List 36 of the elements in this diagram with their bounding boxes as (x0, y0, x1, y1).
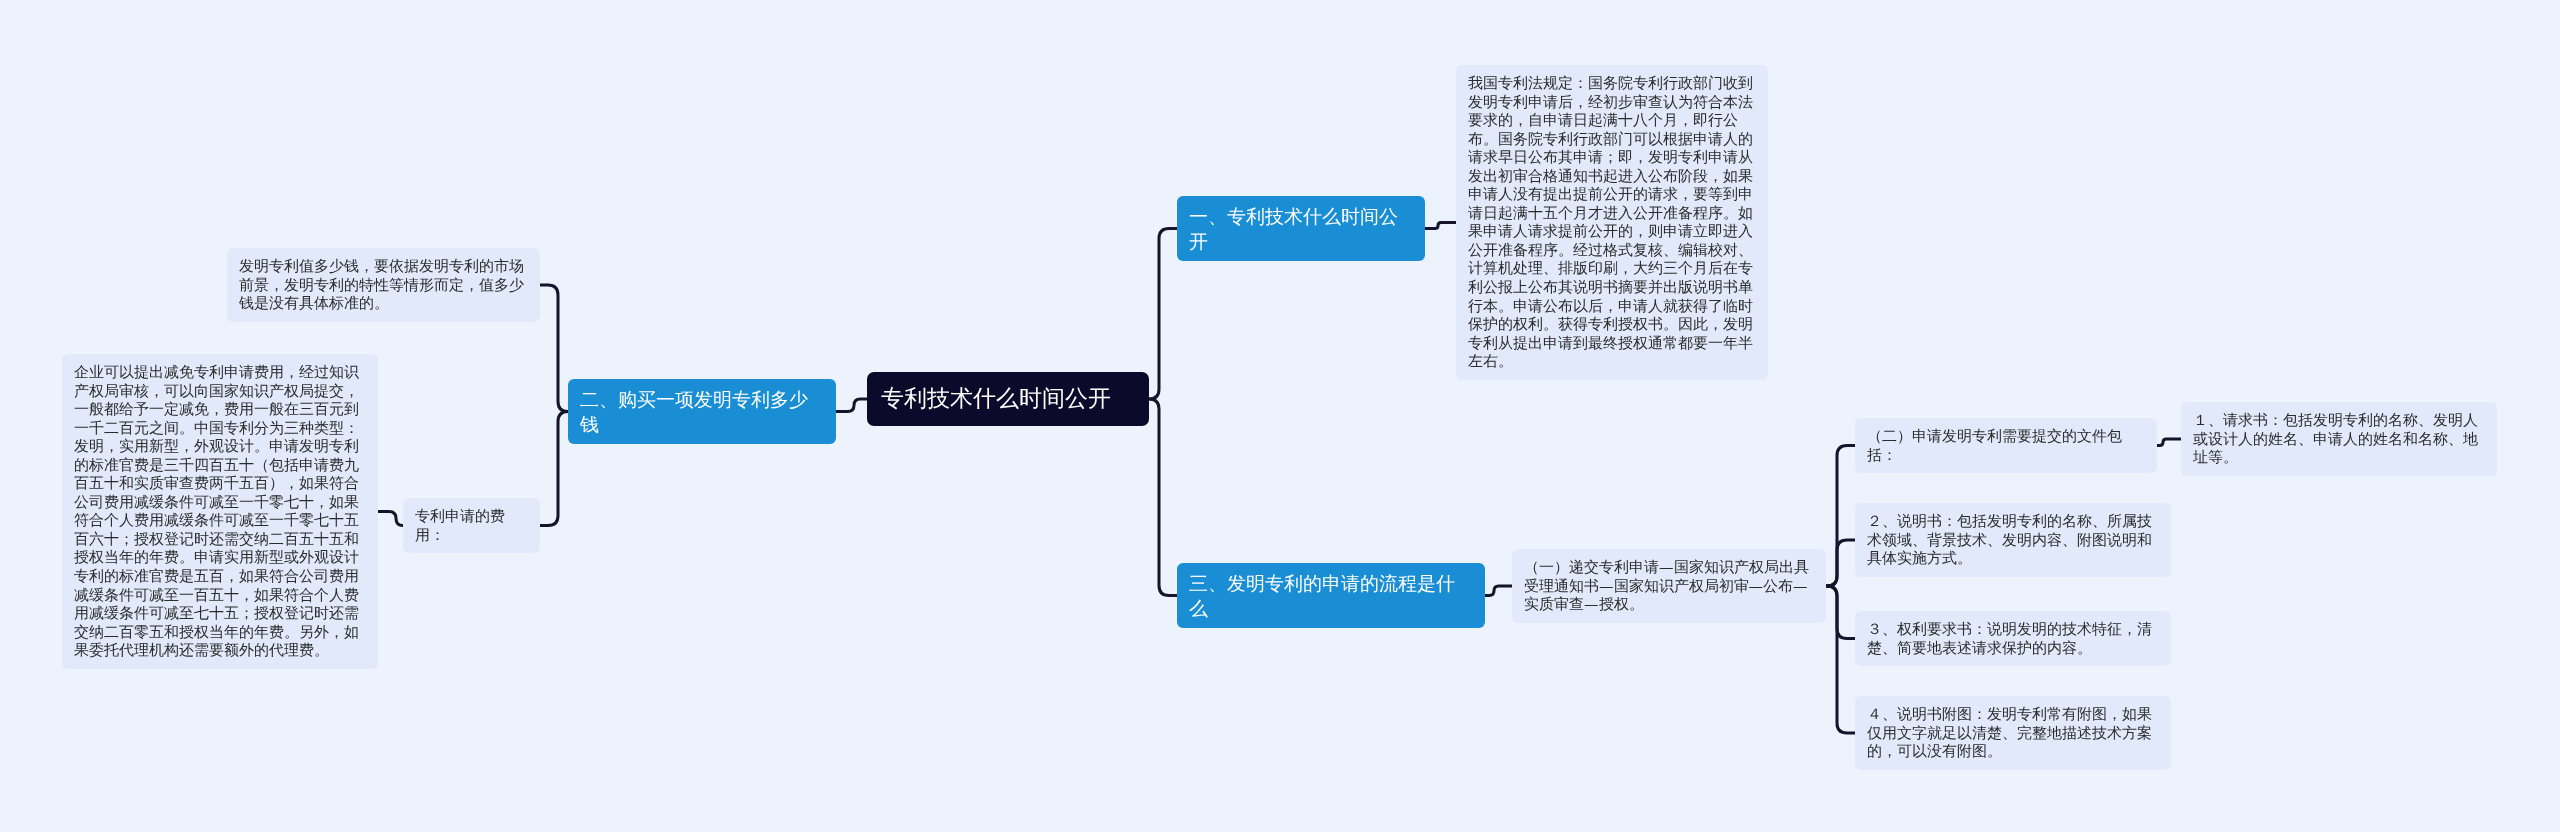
connector-line (1425, 221, 1456, 230)
connector-line (1147, 227, 1177, 401)
connector-line (836, 397, 867, 413)
node-text: 三、发明专利的申请的流程是什么 (1189, 571, 1456, 621)
connector-line (1147, 397, 1177, 597)
node-text: 一、专利技术什么时间公开 (1189, 204, 1399, 254)
node-text: 专利技术什么时间公开 (881, 384, 1112, 413)
note-box (1855, 696, 2171, 770)
note-box (403, 498, 540, 554)
note-box (2181, 402, 2497, 476)
branch-topic (568, 379, 836, 445)
connector-line (1825, 584, 1855, 735)
node-text: 专利申请的费用： (415, 507, 506, 545)
branch-topic (1177, 563, 1485, 629)
node-text: １、请求书：包括发明专利的名称、发明人或设计人的姓名、申请人的姓名和名称、地址等。 (2193, 411, 2479, 467)
note-box (1512, 549, 1826, 623)
node-text: ３、权利要求书：说明发明的技术特征，清楚、简要地表述请求保护的内容。 (1867, 620, 2153, 658)
node-text: ２、说明书：包括发明专利的名称、所属技术领域、背景技术、发明内容、附图说明和具体实施方式。 (1867, 512, 2153, 568)
node-text: 发明专利值多少钱，要依据发明专利的市场前景，发明专利的特性等情形而定，值多少钱是没有具体标准的。 (239, 257, 525, 313)
connector-line (1825, 538, 1855, 588)
branch-topic (1177, 196, 1425, 262)
node-text: （一）递交专利申请—国家知识产权局出具受理通知书—国家知识产权局初审—公布—实质审查—授权。 (1524, 558, 1810, 614)
note-box (227, 248, 540, 322)
note-box (1855, 503, 2171, 577)
node-text: 二、购买一项发明专利多少钱 (580, 387, 809, 437)
node-text: ４、说明书附图：发明专利常有附图，如果仅用文字就足以清楚、完整地描述技术方案的，可以没有附图。 (1867, 705, 2153, 761)
central-topic (867, 372, 1149, 426)
connector-line (378, 510, 405, 527)
node-text: （二）申请发明专利需要提交的文件包括： (1867, 427, 2123, 465)
note-box (1855, 611, 2171, 667)
node-text: 我国专利法规定：国务院专利行政部门收到发明专利申请后，经初步审查认为符合本法要求的，自申请日起满十八个月，即行公布。国务院专利行政部门可以根据申请人的请求早日公布其申请；即，发明专利申请从发出初审合格通知书起进入公布阶段，如果申请人没有提出提前公开的请求，要等到申请日起满十五个月才进入公开准备程序。如果申请人请求提前公开的，则申请立即进入公开准备程序。经过格式复核、编辑校对、计算机处理、排版印刷，大约三个月后在专利公报上公布其说明书摘要并出版说明书单行本。申请公布以后，申请人就获得了临时保护的权利。获得专利授权书。因此，发明专利从提出申请到最终授权通常都要一年半左右。 (1468, 74, 1754, 371)
node-text: 企业可以提出减免专利申请费用，经过知识产权局审核，可以向国家知识产权局提交，一般都给予一定减免，费用一般在三百元到一千二百元之间。中国专利分为三种类型：发明，实用新型，外观设计。申请发明专利的标准官费是三千四百五十（包括申请费九百五十和实质审查费两千五百），如果符合公司费用减缓条件可减至一千零七十，如果符合个人费用减缓条件可减至一千零七十五百六十；授权登记时还需交纳二百五十五和授权当年的年费。申请实用新型或外观设计专利的标准官费是五百，如果符合公司费用减缓条件可减至一百五十，如果符合个人费用减缓条件可减至七十五；授权登记时还需交纳二百零五和授权当年的年费。另外，如果委托代理机构还需要额外的代理费。 (74, 363, 360, 660)
note-box (1855, 418, 2157, 474)
connector-line (1485, 584, 1512, 597)
connector-line (540, 410, 570, 527)
connector-line (2157, 437, 2181, 447)
